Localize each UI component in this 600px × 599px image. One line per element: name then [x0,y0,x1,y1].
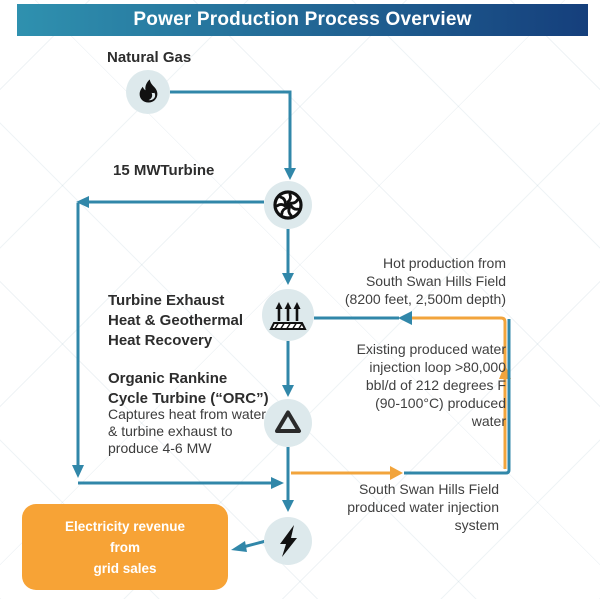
orc-node [264,399,312,447]
natural-gas-label: Natural Gas [107,49,192,66]
turbine-label: 15 MWTurbine [113,162,215,179]
electricity-revenue-box: Electricity revenue from grid sales [22,504,228,590]
injection-system-annotation: South Swan Hills Field produced water in… [347,481,499,533]
orc-title: Organic Rankine Cycle Turbine (“ORC”) [108,370,269,407]
delta-icon [270,405,306,441]
heat-icon [268,295,308,335]
turbine-node [264,181,312,229]
heat-recovery-label: Turbine Exhaust Heat & Geothermal Heat R… [108,292,244,349]
orc-description: Captures heat from water & turbine exhau… [108,406,266,456]
flame-icon [133,77,163,107]
natural-gas-node [126,70,170,114]
heat-recovery-node [262,289,314,341]
hot-production-annotation: Hot production from South Swan Hills Fie… [344,255,506,307]
electricity-node [264,517,312,565]
injection-loop-annotation: Existing produced water injection loop >… [356,341,506,429]
page-title: Power Production Process Overview [17,4,588,36]
bolt-icon [270,523,306,559]
turbine-icon [271,188,305,222]
